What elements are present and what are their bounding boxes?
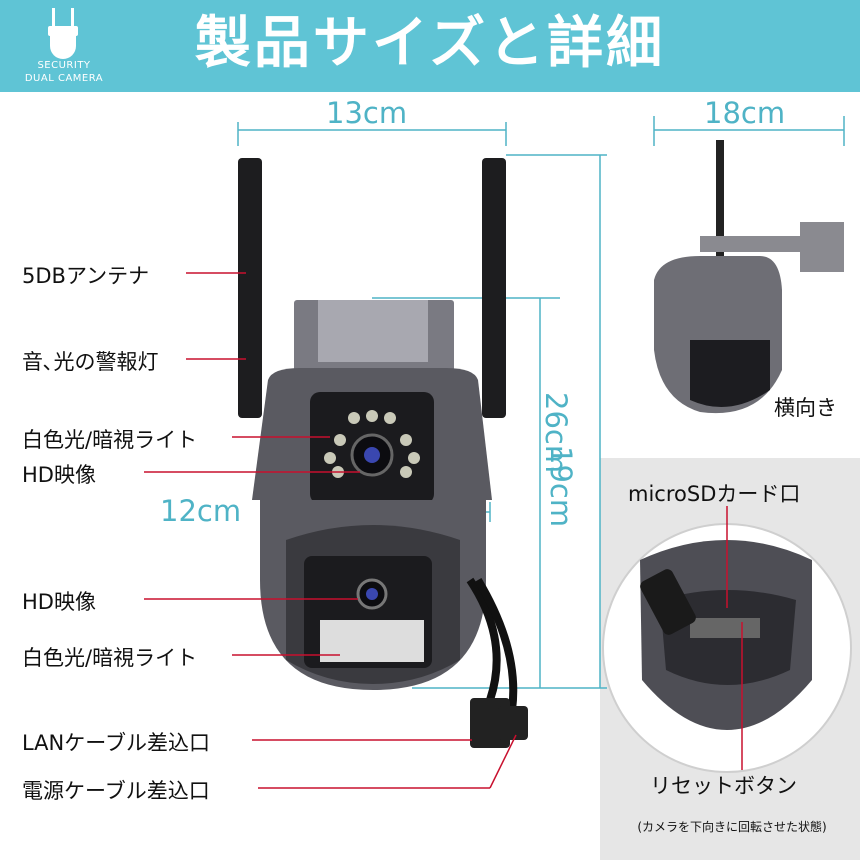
callout-light-lower: 白色光/暗視ライト <box>22 646 198 670</box>
logo-text-line1: SECURITY <box>37 60 91 71</box>
dimension-body-height: 19cm <box>544 446 578 528</box>
dimension-side-width: 18cm <box>704 96 786 130</box>
callout-alarm: 音､光の警報灯 <box>22 350 159 374</box>
logo-text-line2: DUAL CAMERA <box>24 73 104 84</box>
callout-light-upper: 白色光/暗視ライト <box>22 428 198 452</box>
callout-sd-slot: microSDカード口 <box>628 482 801 506</box>
right-antenna <box>482 158 506 418</box>
dimension-body-width: 12cm <box>160 494 242 528</box>
left-antenna <box>238 158 262 418</box>
callout-power: 電源ケーブル差込口 <box>22 779 210 803</box>
header-banner: SECURITY DUAL CAMERA 製品サイズと詳細 <box>0 0 860 92</box>
callout-lan: LANケーブル差込口 <box>22 731 210 755</box>
callout-antenna: 5DBアンテナ <box>22 264 150 288</box>
callout-side-view: 横向き <box>774 396 837 420</box>
callout-lines <box>144 272 743 789</box>
page-title: 製品サイズと詳細 <box>194 11 666 76</box>
callout-hd-lower: HD映像 <box>22 590 96 614</box>
bottom-note: (カメラを下向きに回転させた状態) <box>637 820 827 834</box>
camera-logo-icon <box>48 8 78 59</box>
callout-hd-upper: HD映像 <box>22 463 96 487</box>
callout-reset: リセットボタン <box>650 774 797 798</box>
dimension-width-top: 13cm <box>326 96 408 130</box>
